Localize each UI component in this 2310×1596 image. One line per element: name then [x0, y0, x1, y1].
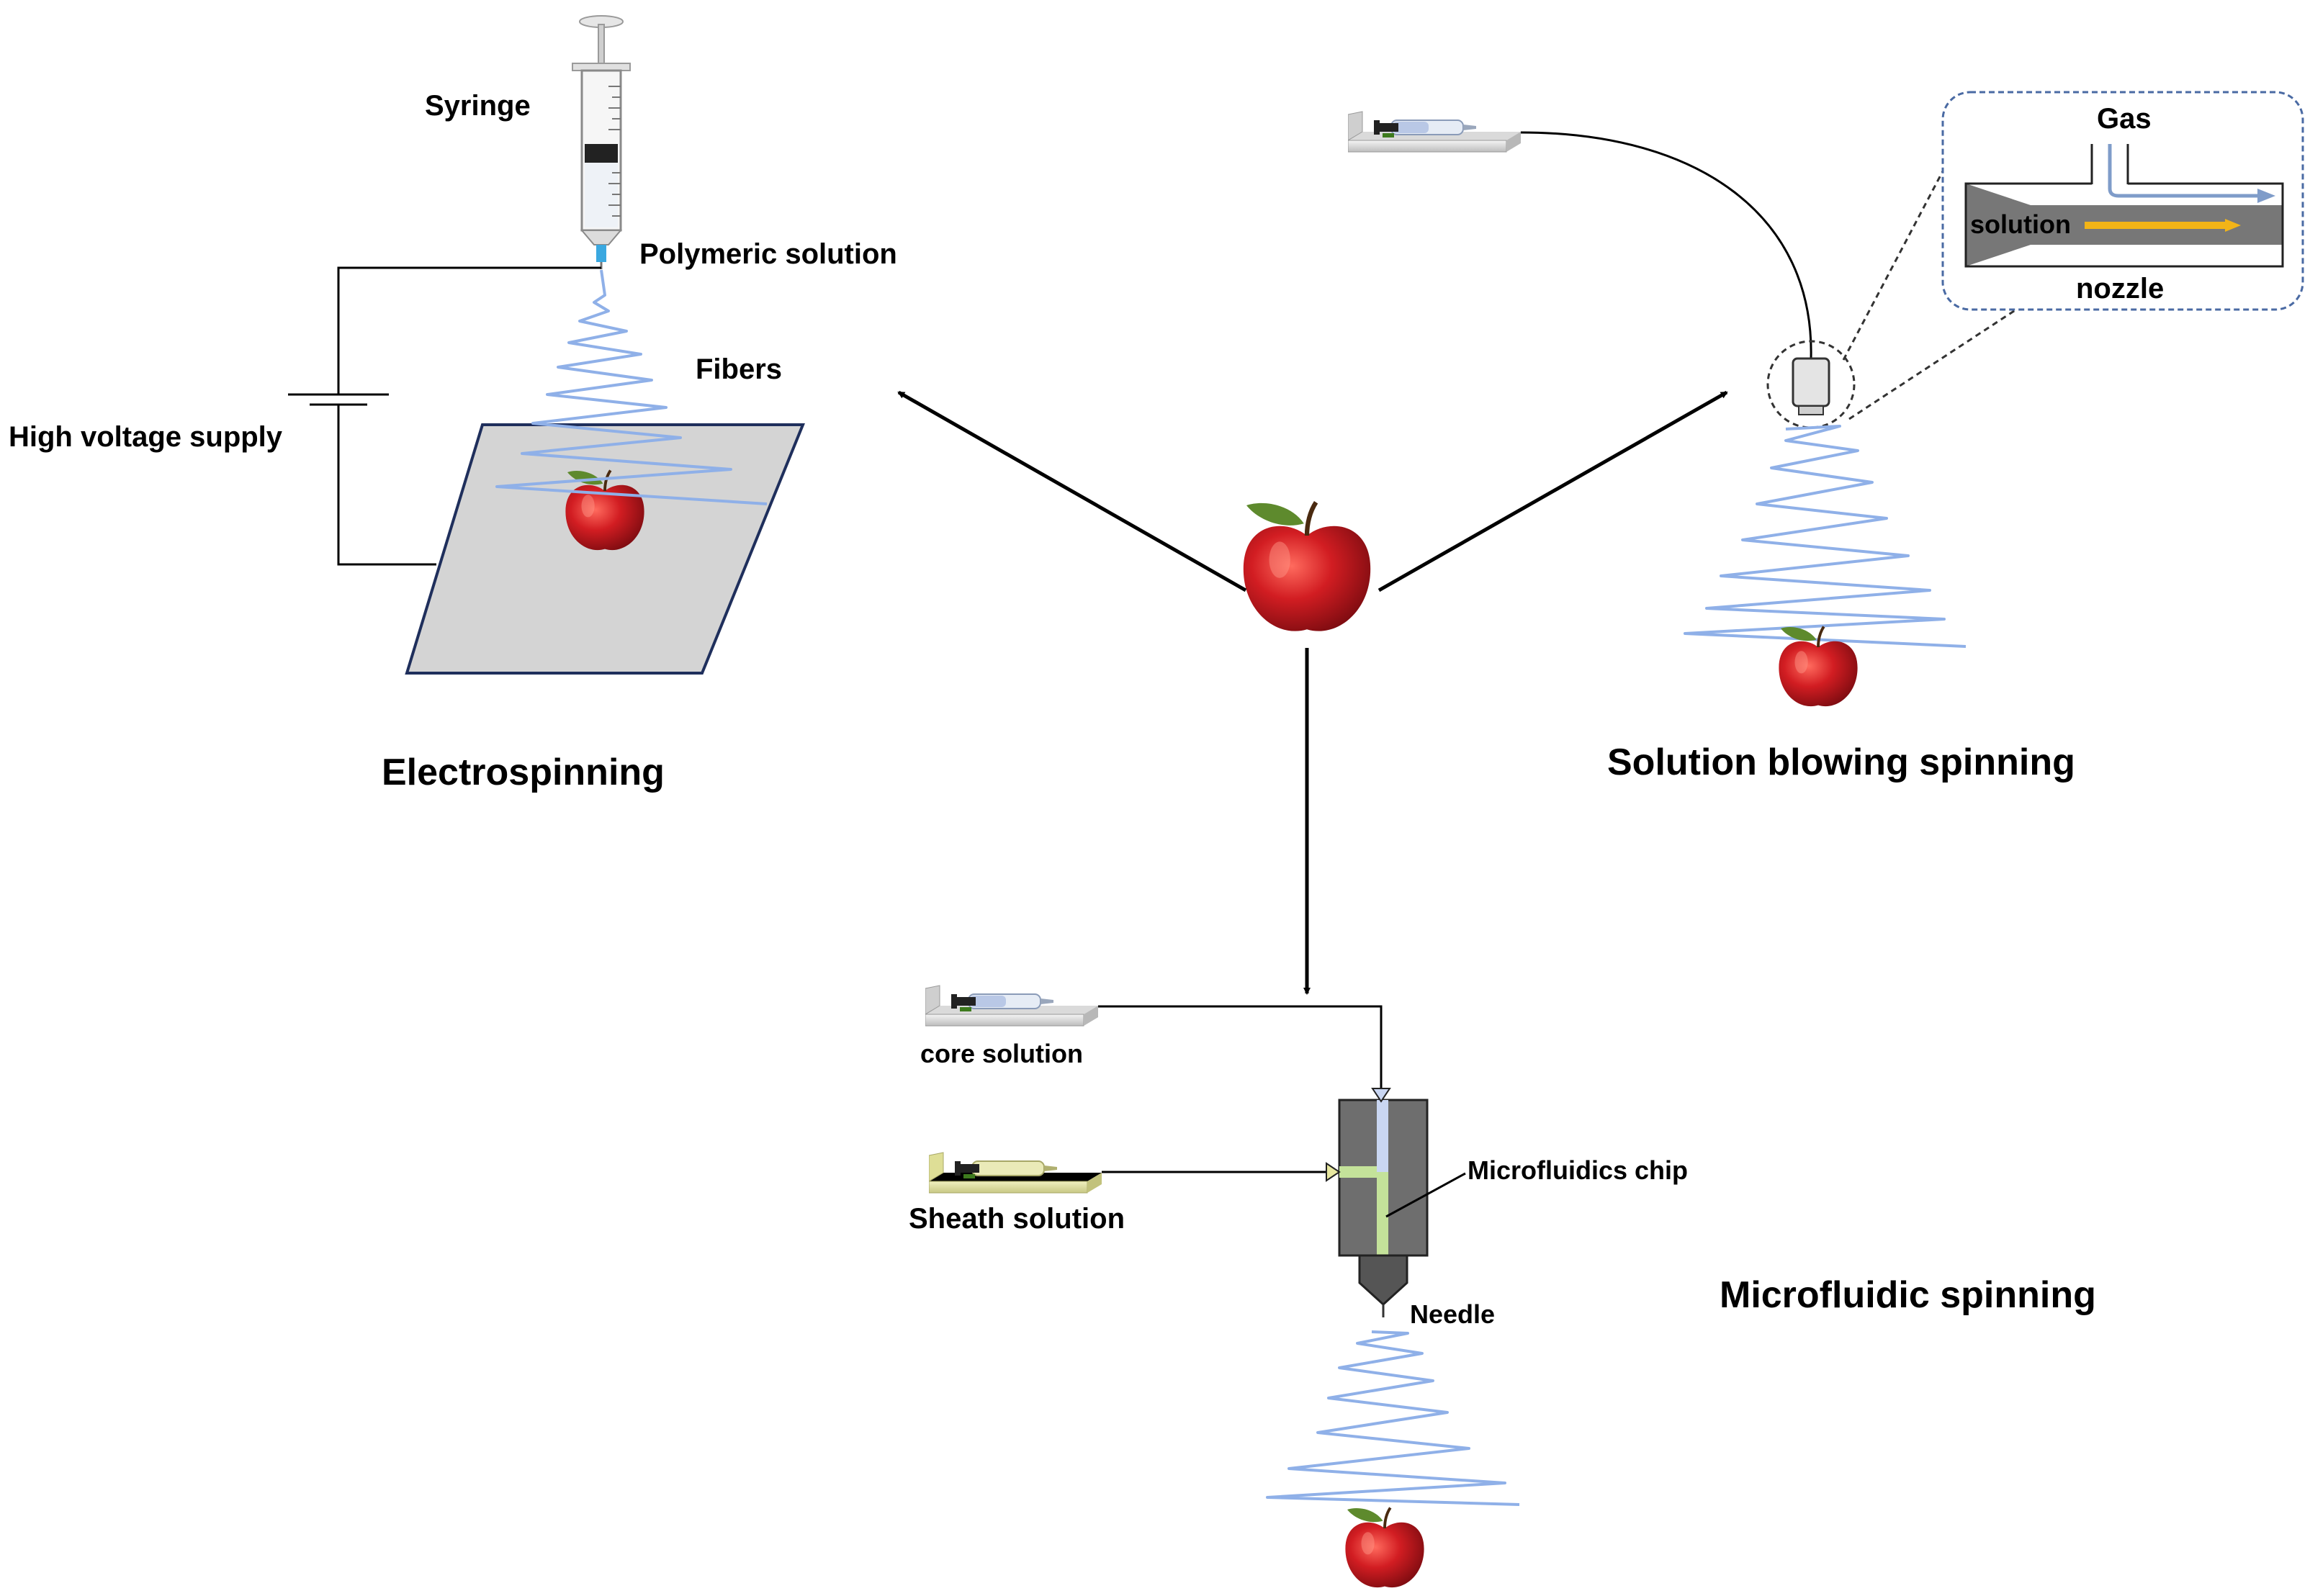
syringe-pump-icon [929, 1151, 1102, 1194]
wire-bottom [337, 405, 436, 566]
fiber-spiral [1266, 1330, 1520, 1506]
label-high-voltage-supply: High voltage supply [9, 421, 283, 453]
arrow-to-solution-blowing [1378, 390, 1728, 592]
electrospinning-panel: Syringe Polymeric solution Fibers High v… [9, 15, 897, 793]
fiber-spiral [495, 269, 768, 505]
label-syringe: Syringe [425, 90, 531, 122]
label-polymeric-solution: Polymeric solution [639, 238, 897, 270]
label-sheath-solution: Sheath solution [909, 1203, 1125, 1235]
core-feed-tube [1098, 1005, 1383, 1091]
center-group [897, 390, 1728, 995]
syringe-pump-icon [1348, 110, 1521, 153]
label-microfluidics-chip: Microfluidics chip [1468, 1155, 1688, 1185]
syringe-icon [572, 15, 631, 269]
title-electrospinning: Electrospinning [382, 752, 665, 793]
label-needle: Needle [1410, 1299, 1495, 1329]
chip-pointer [1385, 1172, 1466, 1218]
magnifier-circle [1766, 340, 1856, 429]
gas-arrow [2108, 144, 2257, 198]
wire-top [337, 266, 601, 395]
label-gas: Gas [2097, 103, 2152, 135]
title-solution-blowing: Solution blowing spinning [1607, 741, 2075, 783]
apple-icon [1345, 1507, 1424, 1587]
microfluidic-panel: core solution Sheath solution Microfluid… [909, 984, 2096, 1587]
syringe-pump-icon [925, 984, 1098, 1027]
nozzle-icon [1792, 357, 1830, 407]
label-fibers: Fibers [696, 353, 782, 385]
title-microfluidic: Microfluidic spinning [1720, 1274, 2096, 1316]
nozzle-cross-section [1964, 144, 2284, 268]
fiber-spiral [1684, 425, 1967, 648]
label-core-solution: core solution [920, 1039, 1083, 1068]
label-nozzle: nozzle [2076, 273, 2164, 305]
solution-blowing-panel: Gas solution nozzle Solution blowing spi… [1348, 91, 2304, 783]
feed-tube [1520, 131, 1812, 359]
apple-icon [1244, 502, 1370, 631]
arrow-to-electrospinning [897, 390, 1247, 592]
label-solution: solution [1970, 209, 2071, 239]
chip-icon [1326, 1088, 1429, 1317]
